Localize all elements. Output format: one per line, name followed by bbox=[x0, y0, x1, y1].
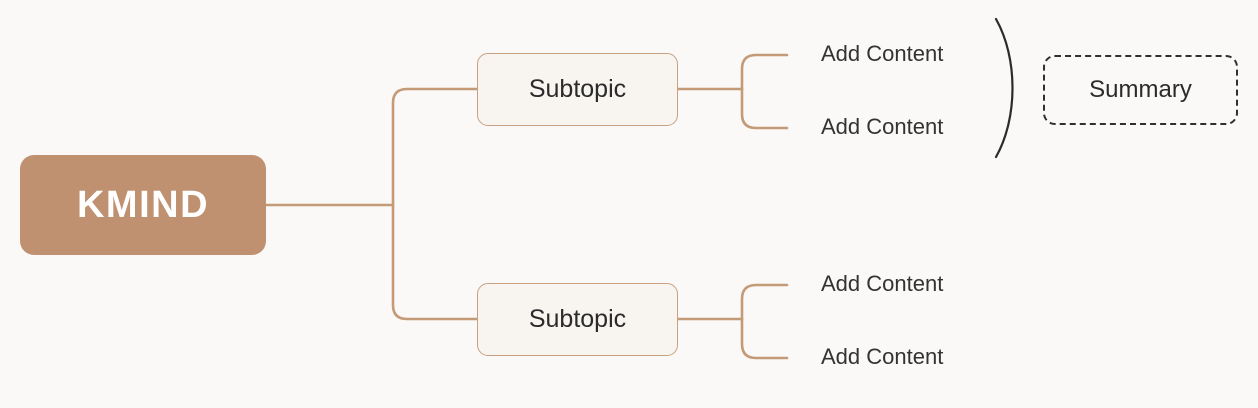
summary-node-label: Summary bbox=[1089, 76, 1192, 103]
root-node-kmind[interactable]: KMIND bbox=[20, 155, 266, 255]
edge-subtopic-2-leaf-2 bbox=[740, 317, 789, 360]
edge-trunk-to-subtopic-1 bbox=[391, 87, 479, 207]
subtopic-node-1[interactable]: Subtopic bbox=[477, 53, 678, 126]
leaf-node-add-content-4[interactable]: Add Content bbox=[821, 344, 944, 369]
edge-subtopic-2-leaf-1 bbox=[740, 283, 789, 321]
leaf-node-add-content-1[interactable]: Add Content bbox=[821, 41, 944, 66]
summary-node[interactable]: Summary bbox=[1043, 55, 1238, 125]
leaf-node-add-content-3[interactable]: Add Content bbox=[821, 271, 944, 296]
edge-trunk-to-subtopic-2 bbox=[391, 203, 479, 321]
summary-brace-icon bbox=[994, 17, 1014, 159]
subtopic-node-1-label: Subtopic bbox=[528, 75, 627, 103]
leaf-node-add-content-2[interactable]: Add Content bbox=[821, 114, 944, 139]
subtopic-node-2-label: Subtopic bbox=[528, 305, 627, 333]
edge-subtopic-1-leaf-2 bbox=[740, 87, 789, 130]
edge-subtopic-1-leaf-1 bbox=[740, 53, 789, 91]
subtopic-node-2[interactable]: Subtopic bbox=[477, 283, 678, 356]
root-node-label: KMIND bbox=[76, 183, 210, 226]
